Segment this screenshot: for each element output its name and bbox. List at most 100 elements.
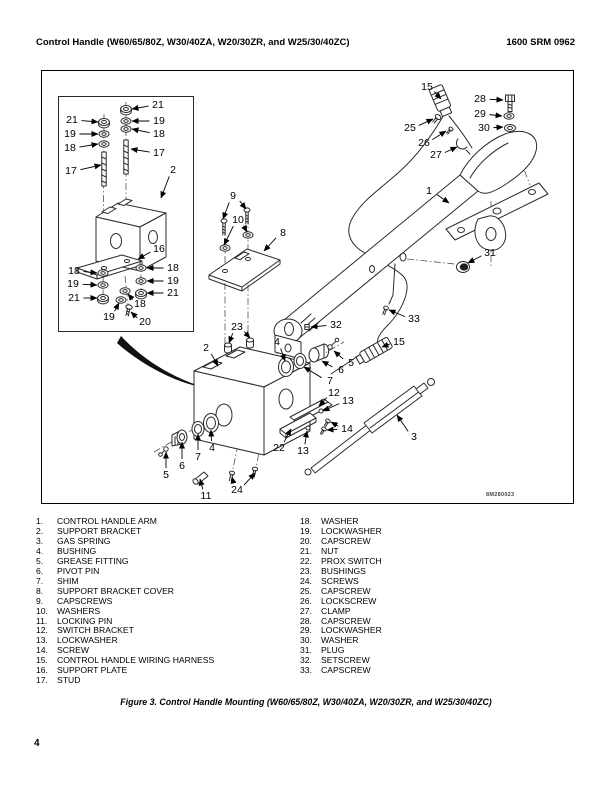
callout-leader — [333, 350, 344, 360]
callout-leader — [239, 200, 247, 210]
parts-list-item: 12. SWITCH BRACKET — [36, 626, 296, 636]
parts-list-item: 22.PROX SWITCH — [300, 556, 580, 567]
part-name: SCREW — [57, 645, 89, 656]
part-name: CAPSCREW — [321, 665, 371, 676]
parts-list-item: 6.PIVOT PIN — [36, 565, 296, 577]
figure-caption: Figure 3. Control Handle Mounting (W60/6… — [120, 697, 492, 707]
part-number: 20. — [300, 535, 312, 546]
parts-list-item: 4.BUSHING — [36, 546, 296, 557]
part-number: 32. — [300, 655, 312, 666]
part-number: 27. — [300, 605, 312, 616]
part-number: 1. — [36, 516, 44, 526]
callout-leader — [436, 194, 450, 204]
callout-leader — [127, 293, 135, 301]
part-name: CAPSCREWS — [57, 595, 113, 606]
parts-list-item: 30. WASHER — [300, 635, 580, 646]
part-number: 16. — [36, 665, 48, 676]
callout-number: 4 — [209, 442, 215, 454]
callout-leader — [432, 130, 447, 141]
callout-number: 3 — [411, 431, 417, 443]
parts-list-item: 29.LOCKWASHER — [300, 626, 580, 636]
parts-list-item: 26.LOCKSCREW — [300, 596, 580, 607]
callout-leader — [130, 147, 150, 154]
callout-leader — [113, 302, 120, 312]
callout-leader — [130, 311, 138, 319]
callout-leader — [137, 251, 151, 260]
callout-leader — [131, 127, 150, 134]
part-number: 6. — [36, 565, 44, 576]
part-number: 21. — [300, 545, 312, 556]
callout-number: 18 — [153, 128, 165, 140]
swoosh-pointer — [117, 336, 206, 388]
part-name: SETSCREW — [321, 655, 370, 666]
parts-list-item: 23.BUSHINGS — [300, 565, 580, 577]
callout-leader — [489, 112, 503, 119]
callout-number: 19 — [103, 311, 115, 323]
part-name: SCREWS — [321, 575, 359, 586]
parts-list-item: 20. CAPSCREW — [300, 535, 580, 547]
callout-number: 17 — [65, 165, 77, 177]
callout-number: 6 — [179, 460, 185, 472]
callout-leader — [396, 414, 409, 432]
callout-leader — [230, 476, 237, 485]
parts-list-item: 1.CONTROL HANDLE ARM — [36, 516, 296, 527]
callout-leader — [223, 225, 234, 246]
callout-leader — [388, 309, 406, 318]
inset-subassembly-drawing — [58, 96, 194, 332]
part-number: 18. — [300, 516, 312, 526]
part-name: WASHERS — [57, 605, 101, 616]
callout-number: 7 — [327, 375, 333, 387]
callout-leader — [243, 472, 256, 486]
parts-list-item: 19.LOCKWASHER — [300, 525, 580, 537]
part-name: PLUG — [321, 645, 345, 656]
callout-number: 14 — [341, 423, 353, 435]
part-number: 2. — [36, 525, 44, 536]
callout-leader — [303, 366, 322, 379]
callout-leader — [82, 281, 98, 288]
parts-list-item: 9.CAPSCREWS — [36, 595, 296, 607]
parts-list-item: 33.CAPSCREW — [300, 665, 580, 676]
part-name: BUSHINGS — [321, 565, 366, 576]
part-number: 30. — [300, 635, 312, 646]
callout-number: 13 — [342, 395, 354, 407]
callout-leader — [81, 118, 99, 125]
parts-list-item: 28.CAPSCREW — [300, 615, 580, 627]
callout-number: 15 — [393, 336, 405, 348]
figure-drawing: 2119182119181717216181921181921181920152… — [58, 81, 549, 502]
part-name: WASHER — [321, 635, 359, 646]
callout-leader — [241, 224, 248, 233]
callout-number: 30 — [478, 122, 490, 134]
callout-number: 1 — [426, 185, 432, 197]
part-number: 3. — [36, 535, 44, 546]
callout-number: 11 — [201, 490, 212, 502]
part-number: 12. — [36, 625, 48, 636]
callout-number: 27 — [430, 149, 442, 161]
parts-list-item: 10.WASHERS — [36, 605, 296, 617]
callout-leader — [222, 202, 230, 220]
drawing-code: 8M280023 — [486, 492, 514, 498]
callout-number: 18 — [167, 262, 179, 274]
part-number: 17. — [36, 675, 48, 686]
part-number: 31. — [300, 645, 312, 656]
callout-number: 18 — [134, 298, 146, 310]
part-name: SUPPORT PLATE — [57, 665, 128, 676]
callout-leader — [318, 397, 328, 407]
parts-list-item: 14.SCREW — [36, 645, 296, 656]
part-name: LOCKING PIN — [57, 615, 113, 626]
part-name: CAPSCREW — [321, 535, 371, 546]
parts-list-item: 13.LOCKWASHER — [36, 635, 296, 646]
part-name: CAPSCREW — [321, 615, 371, 626]
main-assembly-drawing — [117, 84, 549, 485]
callout-leader — [131, 104, 149, 111]
callout-leader — [80, 163, 102, 171]
part-name: SWITCH BRACKET — [57, 625, 134, 636]
part-number: 19. — [300, 525, 312, 536]
callout-number: 19 — [153, 115, 165, 127]
callout-leader — [322, 403, 340, 412]
callout-number: 9 — [230, 190, 236, 202]
callout-number: 12 — [328, 387, 340, 399]
callout-leader — [198, 478, 205, 490]
parts-list-item: 11.LOCKING PIN — [36, 615, 296, 627]
